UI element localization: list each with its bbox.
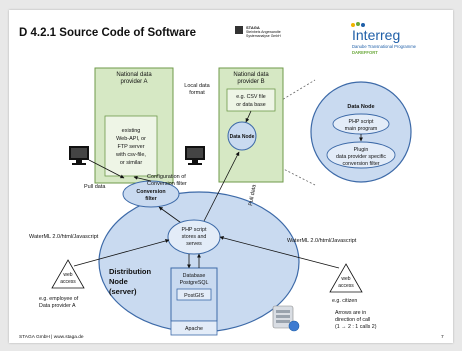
waterml-left-label: WaterML 2.0/html/Javascript [29,234,99,240]
svg-text:PHP script: PHP script [349,119,374,125]
svg-text:direction of call: direction of call [335,317,370,323]
slide: D 4.2.1 Source Code of Software STAGA St… [9,10,453,343]
svg-text:DAREFFORT: DAREFFORT [352,50,378,55]
svg-text:Data provider A: Data provider A [39,303,76,309]
svg-text:conversion filter: conversion filter [342,161,379,167]
svg-text:access: access [338,283,354,289]
web-access-right: web access [329,263,363,293]
svg-text:Systemanalyse GmbH: Systemanalyse GmbH [246,34,281,38]
svg-text:Database: Database [183,273,206,279]
svg-text:PostGIS: PostGIS [184,293,204,299]
waterml-right-label: WaterML 2.0/html/Javascript [287,238,357,244]
svg-text:e.g. CSV file: e.g. CSV file [236,94,265,100]
svg-text:Plugin: Plugin [354,147,369,153]
svg-text:provider B: provider B [237,79,264,85]
svg-text:serves: serves [186,241,202,247]
web-access-left: web access [51,259,85,289]
postgis-box [176,288,212,301]
apache-box [170,320,218,336]
zoom-plugin [326,141,396,169]
svg-text:format: format [189,90,205,96]
interreg-logo: Interreg Danube Transnational Programme … [351,22,417,55]
svg-text:FTP server: FTP server [117,144,144,150]
svg-text:STAGA: STAGA [246,25,260,30]
svg-text:or data base: or data base [236,102,266,108]
svg-text:provider A: provider A [120,79,147,85]
footer-text: STAGA GmbH | www.staga.de [19,334,84,340]
provider-a-service-box [104,115,158,177]
svg-text:Apache: Apache [185,326,203,332]
svg-text:web: web [63,272,72,278]
arrows-note: Arrows are in [335,310,366,316]
diagram-canvas: D 4.2.1 Source Code of Software STAGA St… [19,22,444,340]
svg-text:Node: Node [109,277,128,286]
local-data-format-label: Local data [184,83,210,89]
page-number: 7 [441,334,444,340]
svg-text:existing: existing [122,128,141,134]
svg-text:access: access [60,279,76,285]
monitor-icon-right [185,146,205,165]
svg-text:with csv-file,: with csv-file, [115,152,146,158]
svg-text:web: web [341,276,350,282]
svg-text:National data: National data [233,72,269,78]
svg-text:(1 → 2 : 1 calls 2): (1 → 2 : 1 calls 2) [335,324,377,330]
pull-data-right-label: Pull data [248,183,258,206]
distribution-node-label: Distribution [109,267,151,276]
user-right-label: e.g. citizen [332,298,357,304]
svg-text:Data Node: Data Node [347,104,374,110]
svg-text:filter: filter [145,196,156,202]
user-left-label: e.g. employee of [39,296,79,302]
page-title: D 4.2.1 Source Code of Software [19,27,196,39]
svg-text:data provider specific: data provider specific [336,154,386,160]
config-filter-label: Configuration of [147,174,186,180]
svg-text:or similar: or similar [120,160,142,166]
svg-text:PHP script: PHP script [182,227,207,233]
svg-text:(server): (server) [109,287,137,296]
svg-text:PostgreSQL: PostgreSQL [180,280,209,286]
svg-text:Conversion: Conversion [136,189,165,195]
pull-data-left-label: Pull data [84,184,106,190]
server-icon [272,305,300,332]
svg-text:Conversion filter: Conversion filter [147,181,187,187]
svg-text:National data: National data [116,72,152,78]
data-node-circle [227,121,257,151]
svg-text:Data Node: Data Node [230,134,255,140]
staga-logo: STAGA Steinbeis Angewandte Systemanalyse… [235,25,281,38]
monitor-icon-left [69,146,89,165]
svg-text:stores and: stores and [182,234,207,240]
svg-text:Steinbeis Angewandte: Steinbeis Angewandte [246,30,281,34]
svg-text:Web-API, or: Web-API, or [116,136,146,142]
svg-text:Interreg: Interreg [352,27,400,43]
svg-text:Danube Transnational Programme: Danube Transnational Programme [352,44,417,49]
svg-text:main program: main program [345,126,378,132]
